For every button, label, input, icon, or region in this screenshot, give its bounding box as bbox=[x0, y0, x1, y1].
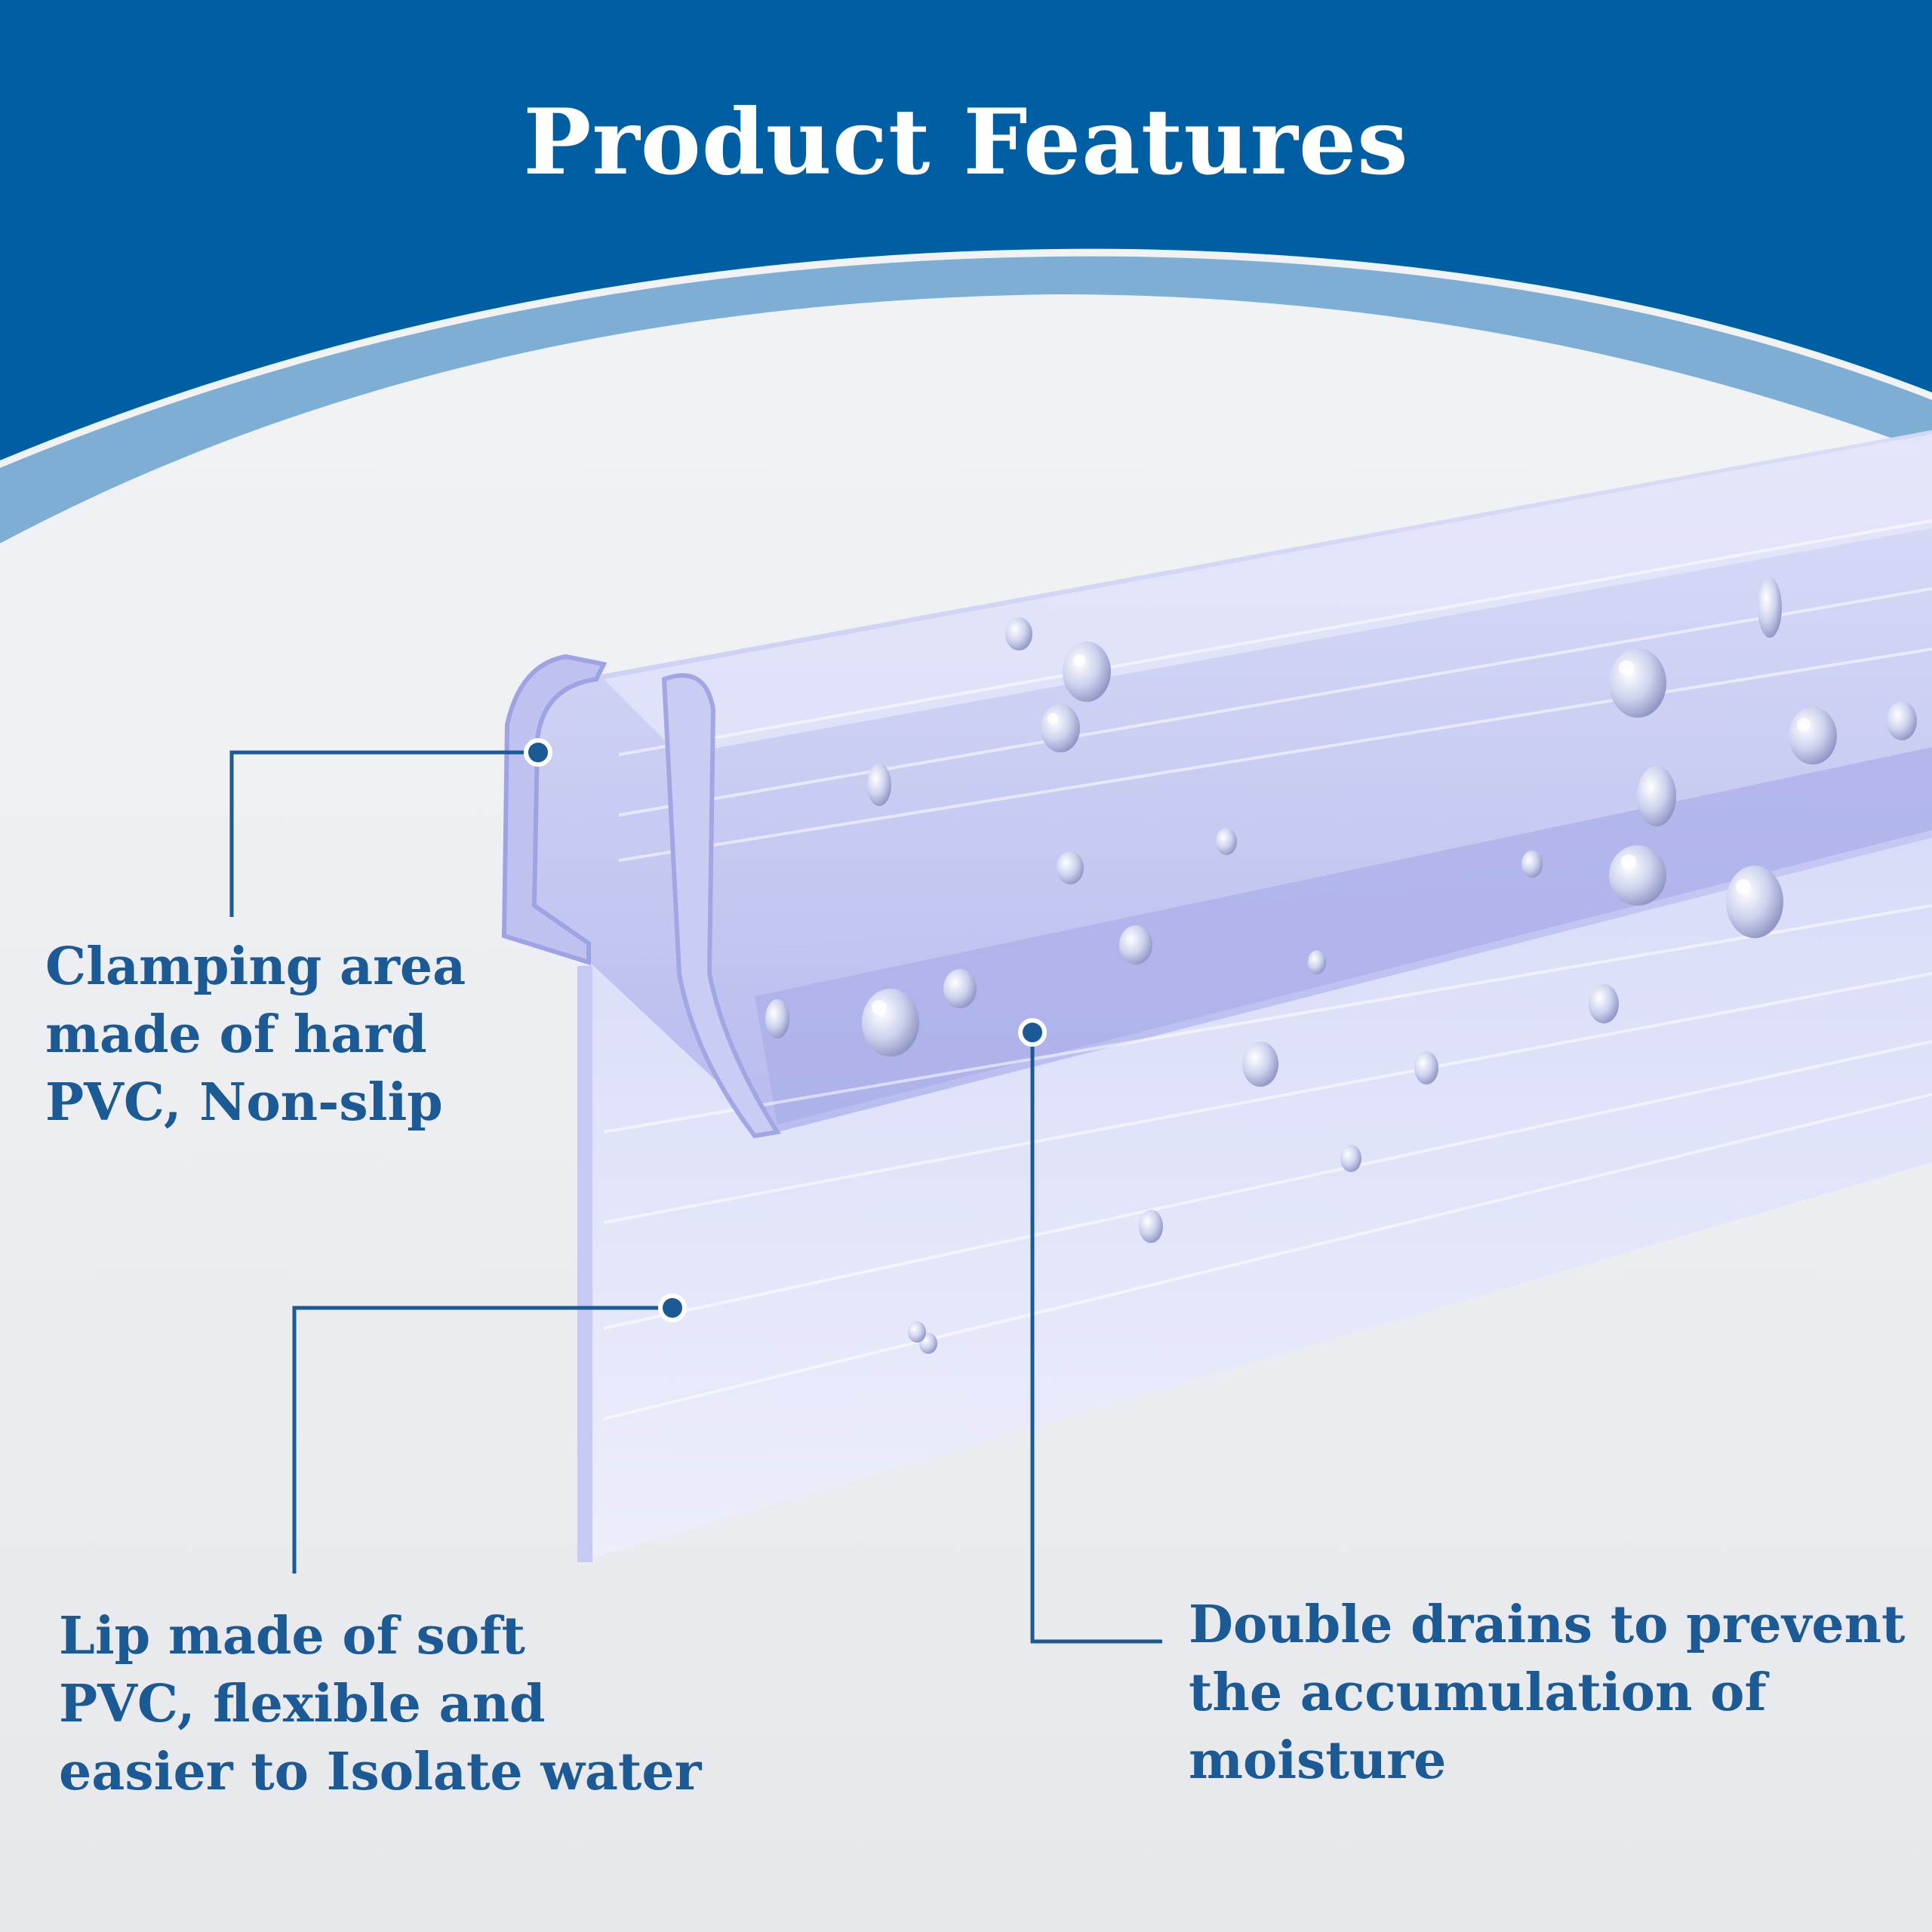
callout-text-line: easier to Isolate water bbox=[59, 1742, 702, 1802]
callout-3-dot bbox=[1018, 1018, 1047, 1047]
callout-text-line: Clamping area bbox=[45, 937, 466, 997]
banner-swoosh bbox=[0, 256, 1932, 543]
callout-3-leader bbox=[1030, 1032, 1162, 1644]
callout-2-leader bbox=[292, 1306, 672, 1574]
callout-clamping-area: Clamping area made of hard PVC, Non-slip bbox=[45, 933, 466, 1137]
callout-text-line: the accumulation of bbox=[1189, 1663, 1767, 1723]
seal-profile bbox=[501, 654, 608, 966]
banner-background bbox=[0, 0, 1932, 460]
callout-text-line: made of hard bbox=[45, 1004, 427, 1065]
page-title: Product Features bbox=[523, 89, 1409, 195]
callout-1-dot bbox=[524, 738, 552, 767]
callout-text-line: moisture bbox=[1189, 1730, 1447, 1791]
callout-1-leader bbox=[229, 750, 538, 917]
callout-double-drains: Double drains to prevent the accumulatio… bbox=[1189, 1591, 1905, 1795]
callout-text-line: PVC, Non-slip bbox=[45, 1072, 443, 1133]
seal-body bbox=[513, 430, 1932, 1132]
callout-2-dot bbox=[658, 1294, 687, 1322]
callout-text-line: Lip made of soft bbox=[59, 1606, 525, 1666]
callout-lip: Lip made of soft PVC, flexible and easie… bbox=[59, 1602, 701, 1806]
callout-text-line: PVC, flexible and bbox=[59, 1674, 546, 1734]
seal-drain-channel bbox=[755, 747, 1932, 1124]
callout-text-line: Double drains to prevent bbox=[1189, 1595, 1906, 1655]
